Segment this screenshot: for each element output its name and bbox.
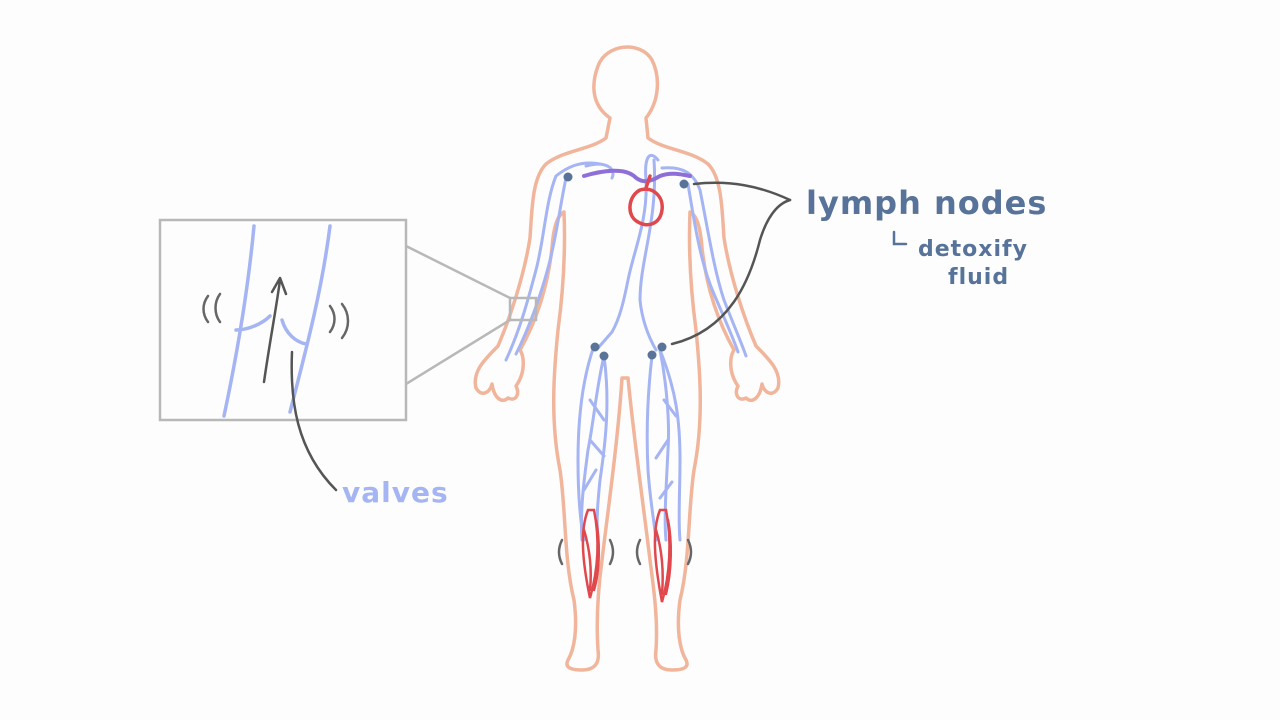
calf-muscles	[581, 508, 673, 603]
valves-pointer	[290, 350, 338, 492]
squeeze-marks	[202, 292, 350, 340]
zoom-line-bottom	[405, 318, 511, 386]
vessel-wall-right	[288, 224, 332, 414]
body-outline	[473, 45, 781, 672]
lymph-node	[657, 342, 667, 352]
lymph-nodes-dots	[563, 172, 689, 361]
zoom-source-box	[508, 296, 538, 322]
lymph-vessels	[504, 154, 748, 542]
lymph-node	[679, 179, 689, 189]
valve-flap-right	[280, 318, 308, 346]
heart-shape	[628, 174, 664, 227]
zoom-line-top	[405, 244, 511, 300]
lymph-nodes-label: lymph nodes	[806, 184, 1047, 222]
flow-arrow-icon	[262, 276, 288, 384]
lymph-node	[563, 172, 573, 182]
lymph-node	[647, 350, 657, 360]
lymph-node-pointers	[670, 181, 792, 346]
detoxify-label: detoxify	[918, 237, 1028, 262]
lymph-node	[590, 342, 600, 352]
fluid-label: fluid	[948, 265, 1009, 290]
valve-flap-left	[234, 314, 272, 332]
detoxify-hook	[892, 230, 908, 246]
zoom-callout	[158, 218, 538, 422]
lymph-node	[599, 351, 609, 361]
calf-motion-marks	[557, 538, 693, 566]
subclavian-duct	[582, 168, 692, 184]
valves-label: valves	[342, 476, 449, 509]
vessel-wall-left	[222, 224, 256, 418]
